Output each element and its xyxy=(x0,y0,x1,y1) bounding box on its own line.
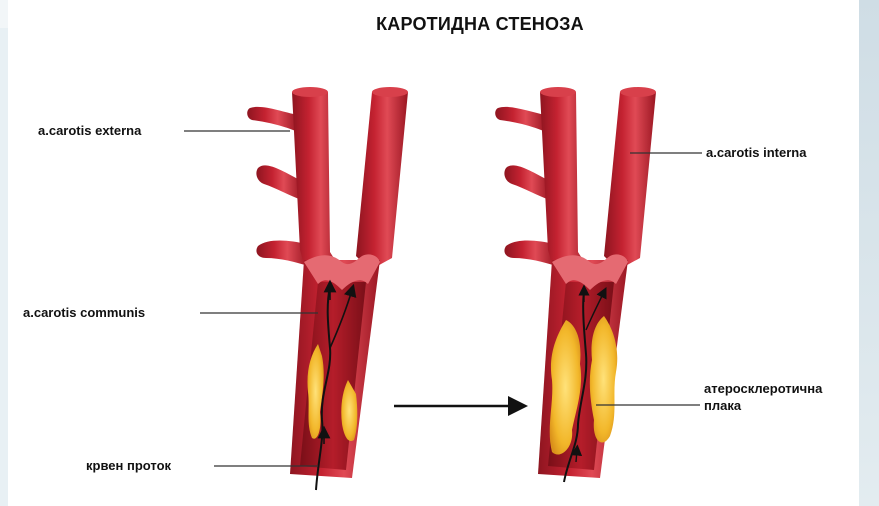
label-internal-carotid: a.carotis interna xyxy=(706,145,806,160)
external-branch-mid xyxy=(504,165,550,200)
healthy-artery xyxy=(247,87,408,490)
label-common-carotid: a.carotis communis xyxy=(23,305,145,320)
label-external-carotid: a.carotis externa xyxy=(38,123,141,138)
diagram-title: КАРОТИДНА СТЕНОЗА xyxy=(330,14,630,35)
external-branch-top xyxy=(495,107,546,132)
label-plaque: атеросклеротична плака xyxy=(704,380,822,414)
external-branch-mid xyxy=(256,165,302,200)
plaque-right xyxy=(590,316,617,443)
internal-trunk xyxy=(356,92,408,270)
label-plaque-line2: плака xyxy=(704,397,822,414)
internal-trunk xyxy=(604,92,656,270)
external-branch-top xyxy=(247,107,298,132)
label-plaque-line1: атеросклеротична xyxy=(704,380,822,397)
label-blood-flow: крвен проток xyxy=(86,458,171,473)
stenotic-artery xyxy=(495,87,656,482)
